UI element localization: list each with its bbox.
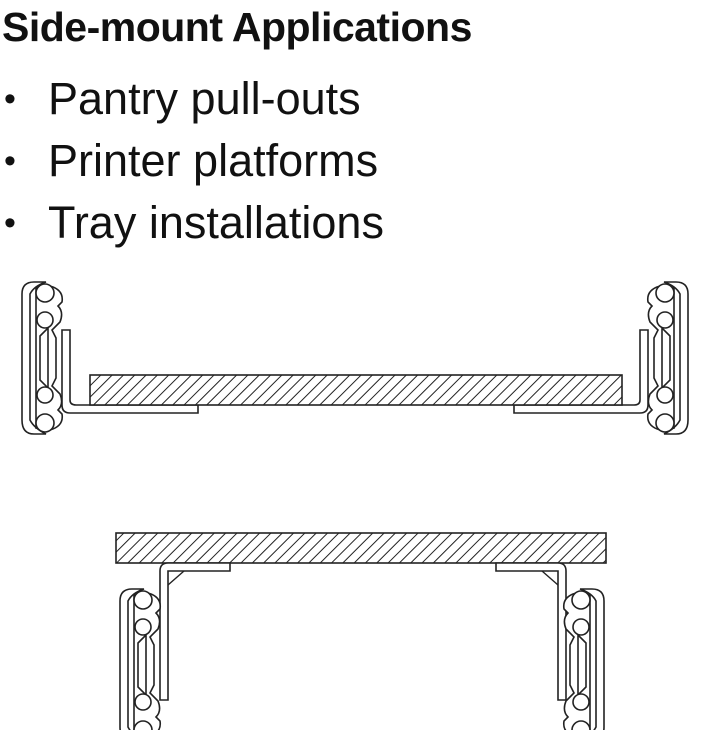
page-title: Side-mount Applications [2, 4, 472, 50]
bullet-text: Pantry pull-outs [48, 73, 361, 124]
right-bracket [495, 562, 567, 701]
bullet-icon: • [4, 80, 16, 118]
right-slide [646, 281, 689, 435]
bullet-text: Printer platforms [48, 135, 379, 186]
bullet-icon: • [4, 142, 16, 180]
shelf-panel [89, 374, 623, 406]
pantry-pullout-diagram [21, 281, 689, 435]
right-slide [562, 588, 605, 730]
left-bracket [159, 562, 231, 701]
bullet-icon: • [4, 204, 16, 242]
applications-list: • Pantry pull-outs • Printer platforms • Tr… [0, 68, 384, 254]
list-item: • Tray installations [0, 192, 384, 254]
printer-platform-diagram [115, 532, 607, 730]
left-slide [21, 281, 64, 435]
left-slide [119, 588, 162, 730]
platform-panel [115, 532, 607, 564]
list-item: • Pantry pull-outs [0, 68, 384, 130]
list-item: • Printer platforms [0, 130, 384, 192]
bullet-text: Tray installations [48, 197, 384, 248]
